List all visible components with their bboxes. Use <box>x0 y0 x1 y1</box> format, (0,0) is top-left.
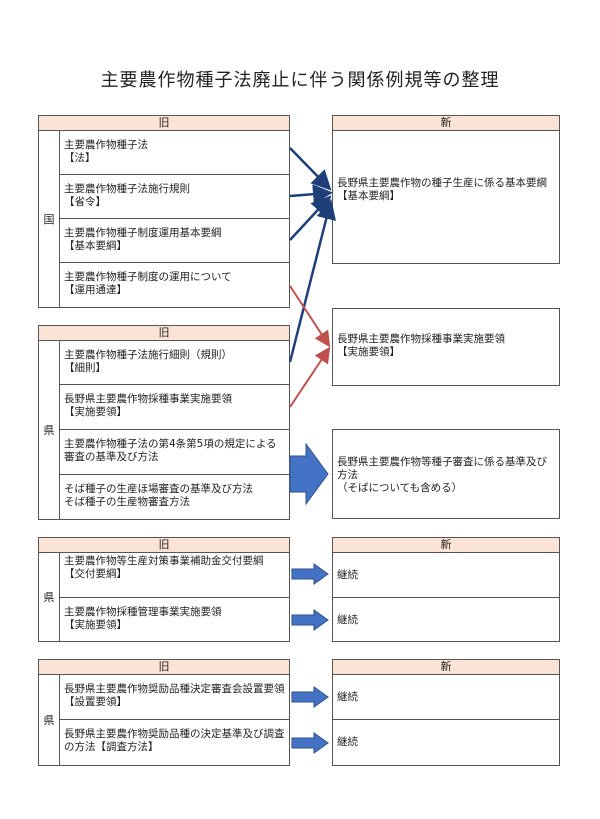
arrow-law-to-basic <box>289 147 332 191</box>
block-arrow-sec4-2 <box>291 732 329 754</box>
sec2-new-box-1: 長野県主要農作物採種事業実施要領 【実施要領】 <box>332 308 560 386</box>
sec3-new-2: 継続 <box>332 597 560 642</box>
block-arrow-sec2 <box>289 442 329 506</box>
sec4-row-2: 長野県主要農作物奨励品種の決定基準及び調査の方法【調査方法】 <box>59 719 290 766</box>
sec2-row-3: 主要農作物種子法の第4条第5項の規定による審査の基準及び方法 <box>59 429 290 475</box>
arrow-rule-to-basic <box>289 184 333 205</box>
page-title: 主要農作物種子法廃止に伴う関係例規等の整理 <box>100 70 500 91</box>
sec1-row-1: 主要農作物種子法 【法】 <box>59 130 290 175</box>
block-arrow-sec3-2 <box>291 609 329 631</box>
sec2-new-box-2: 長野県主要農作物等種子審査に係る基準及び方法 （そばについても含める） <box>332 429 560 519</box>
sec2-row-4: そば種子の生産ほ場審査の基準及び方法 そば種子の生産物審査方法 <box>59 474 290 520</box>
block-arrow-sec4-1 <box>291 686 329 708</box>
sec1-row-4: 主要農作物種子制度の運用について 【運用通達】 <box>59 262 290 308</box>
sec4-new-2: 継続 <box>332 719 560 766</box>
arrow-detail-to-basic <box>288 199 337 363</box>
arrow-notice-to-impl <box>289 285 331 348</box>
sec3-row-2: 主要農作物採種管理事業実施要領 【実施要領】 <box>59 597 290 642</box>
block-arrow-sec3-1 <box>291 563 329 585</box>
sec1-new-box: 長野県主要農作物の種子生産に係る基本要綱 【基本要綱】 <box>332 130 560 264</box>
arrow-impl-to-impl <box>289 346 331 408</box>
sec2-row-2: 長野県主要農作物採種事業実施要領 【実施要領】 <box>59 384 290 430</box>
